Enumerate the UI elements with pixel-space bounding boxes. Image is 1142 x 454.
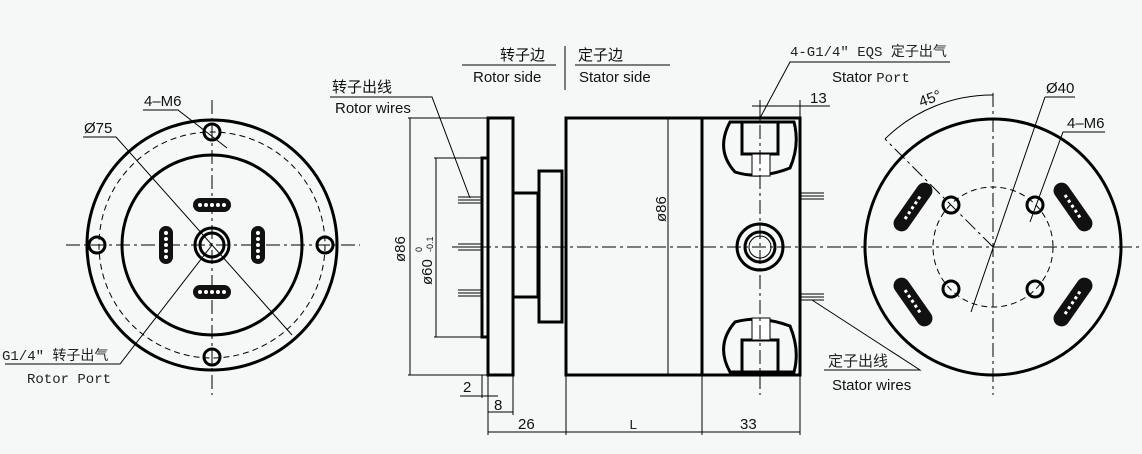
bolt-circle [932, 186, 1054, 308]
stator-side-en: Stator side [579, 69, 651, 86]
dim-outer-diameter: ø86 [392, 236, 409, 262]
rotor-side-en: Rotor side [473, 69, 541, 86]
dim-2: 2 [463, 379, 471, 396]
dim-13: 13 [810, 90, 827, 107]
stator-wires-cn: 定子出线 [828, 353, 888, 371]
stator-wires-en: Stator wires [832, 377, 911, 394]
rotor-end-view: 4–M6 Ø75 G1/4″ 转子出气 Rotor Port [2, 93, 360, 395]
mounting-holes [941, 195, 1045, 299]
rotor-wires-cn: 转子出线 [332, 79, 392, 96]
rotor-port-cn: G1/4″ 转子出气 [2, 348, 108, 365]
diameter-label: Ø40 [1046, 80, 1074, 97]
stator-port-cn: 4-G1/4″ EQS 定子出气 [790, 44, 947, 61]
mounting-holes [87, 122, 335, 367]
rotor-wires-en: Rotor wires [335, 100, 411, 117]
stator-side-cn: 定子边 [578, 47, 623, 64]
dim-L: L [629, 418, 637, 434]
stator-end-view: 45° Ø40 4–M6 [843, 80, 1142, 395]
tolerance-upper: 0 [414, 247, 424, 252]
angle-label: 45° [917, 87, 944, 111]
bolt-label: 4–M6 [144, 93, 182, 110]
dim-body-diameter: ø86 [653, 196, 670, 222]
stator-outer-circle [863, 117, 1123, 377]
rotor-side-cn: 转子边 [500, 47, 545, 64]
diameter-label: Ø75 [84, 120, 112, 137]
side-view: 转子边 Rotor side 定子边 Stator side [330, 44, 950, 435]
outer-flange-circle [85, 118, 339, 372]
bolt-circle [98, 131, 326, 359]
dim-26: 26 [518, 416, 535, 433]
dim-33: 33 [740, 416, 757, 433]
rotor-port-en: Rotor Port [27, 372, 111, 388]
rotor-wire-pins [458, 192, 824, 301]
shaft [511, 191, 540, 299]
bolt-label: 4–M6 [1067, 115, 1105, 132]
stator-body [564, 116, 802, 377]
dim-spigot-diameter: ø60 [419, 259, 436, 285]
dim-8: 8 [494, 397, 502, 414]
tolerance-lower: -0.1 [425, 236, 435, 252]
stator-port-en: Stator Port [832, 69, 910, 87]
